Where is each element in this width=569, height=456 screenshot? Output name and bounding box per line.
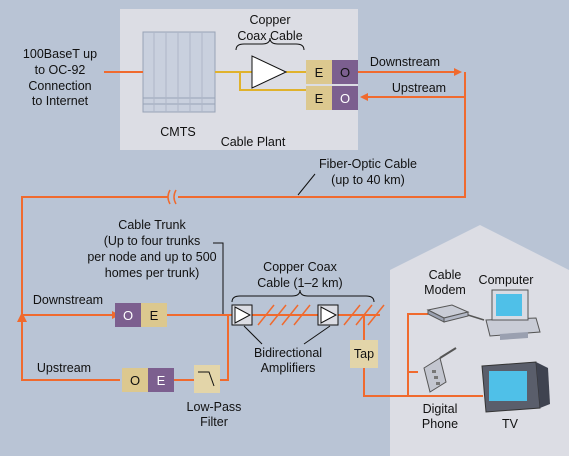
svg-text:O: O bbox=[123, 308, 133, 323]
node-downstream-label: Downstream bbox=[33, 293, 103, 307]
low-pass-filter bbox=[194, 365, 220, 393]
headend-amplifier bbox=[251, 55, 288, 89]
headend-converter-downstream: E O bbox=[306, 60, 358, 84]
input-label-line3: Connection bbox=[28, 79, 91, 93]
svg-text:E: E bbox=[315, 91, 324, 106]
fiber-label-line2: (up to 40 km) bbox=[331, 173, 405, 187]
trunk-coax bbox=[167, 314, 380, 381]
cable-plant-label: Cable Plant bbox=[221, 135, 286, 149]
headend-coax-brace bbox=[235, 37, 305, 51]
bidirectional-amplifier bbox=[317, 304, 339, 326]
fiber-optic-cable bbox=[21, 72, 466, 381]
tap-box: Tap bbox=[350, 340, 378, 368]
tv bbox=[481, 361, 550, 413]
fiber-label-pointer bbox=[297, 173, 316, 196]
trunk-coax-brace bbox=[231, 289, 375, 303]
input-label-line4: to Internet bbox=[32, 94, 89, 108]
svg-text:E: E bbox=[315, 65, 324, 80]
svg-text:O: O bbox=[130, 373, 140, 388]
modem-label-line2: Modem bbox=[424, 283, 466, 297]
trunk-coax-label-line1: Copper Coax bbox=[263, 260, 337, 274]
cmts-label: CMTS bbox=[160, 125, 195, 139]
cable-modem bbox=[426, 304, 470, 323]
digital-phone bbox=[423, 347, 457, 393]
tv-label: TV bbox=[502, 417, 519, 431]
svg-text:E: E bbox=[157, 373, 166, 388]
trunk-coax-label-line2: Cable (1–2 km) bbox=[257, 276, 342, 290]
home-coax bbox=[363, 313, 483, 397]
headend-coax-label-line1: Copper bbox=[250, 13, 291, 27]
bidirectional-amplifier bbox=[231, 304, 253, 326]
trunk-label-line2: (Up to four trunks bbox=[104, 234, 201, 248]
trunk-bracket bbox=[213, 242, 224, 314]
headend-coax-label-line2: Coax Cable bbox=[237, 29, 302, 43]
fiber-break-mark bbox=[167, 189, 177, 205]
trunk-branch-ticks bbox=[257, 304, 385, 326]
input-label-line1: 100BaseT up bbox=[23, 47, 97, 61]
svg-text:E: E bbox=[150, 308, 159, 323]
headend-downstream-label: Downstream bbox=[370, 55, 440, 69]
node-upstream-label: Upstream bbox=[37, 361, 91, 375]
amplifiers-label-line2: Amplifiers bbox=[261, 361, 316, 375]
filter-label-line2: Filter bbox=[200, 415, 228, 429]
svg-text:O: O bbox=[340, 91, 350, 106]
trunk-label-line3: per node and up to 500 bbox=[87, 250, 216, 264]
computer bbox=[485, 289, 541, 340]
phone-label-line2: Phone bbox=[422, 417, 458, 431]
svg-text:Tap: Tap bbox=[354, 347, 374, 361]
modem-cable bbox=[467, 314, 485, 321]
computer-label: Computer bbox=[479, 273, 534, 287]
input-label-line2: to OC-92 bbox=[35, 63, 86, 77]
cmts-rack bbox=[142, 31, 216, 113]
amplifiers-label-line1: Bidirectional bbox=[254, 346, 322, 360]
svg-text:O: O bbox=[340, 65, 350, 80]
trunk-label-line4: homes per trunk) bbox=[105, 266, 199, 280]
phone-label-line1: Digital bbox=[423, 402, 458, 416]
headend-upstream-label: Upstream bbox=[392, 81, 446, 95]
fiber-label-line1: Fiber-Optic Cable bbox=[319, 157, 417, 171]
fiber-up-arrow bbox=[17, 312, 27, 322]
headend-coax bbox=[215, 71, 306, 91]
subscriber-house bbox=[390, 225, 569, 456]
node-converter-downstream: O E bbox=[115, 303, 167, 327]
filter-label-line1: Low-Pass bbox=[187, 400, 242, 414]
amplifier-pointers bbox=[243, 325, 331, 345]
node-converter-upstream: O E bbox=[122, 368, 174, 392]
trunk-label-line1: Cable Trunk bbox=[118, 218, 186, 232]
headend-converter-upstream: E O bbox=[306, 86, 358, 110]
modem-label-line1: Cable bbox=[429, 268, 462, 282]
